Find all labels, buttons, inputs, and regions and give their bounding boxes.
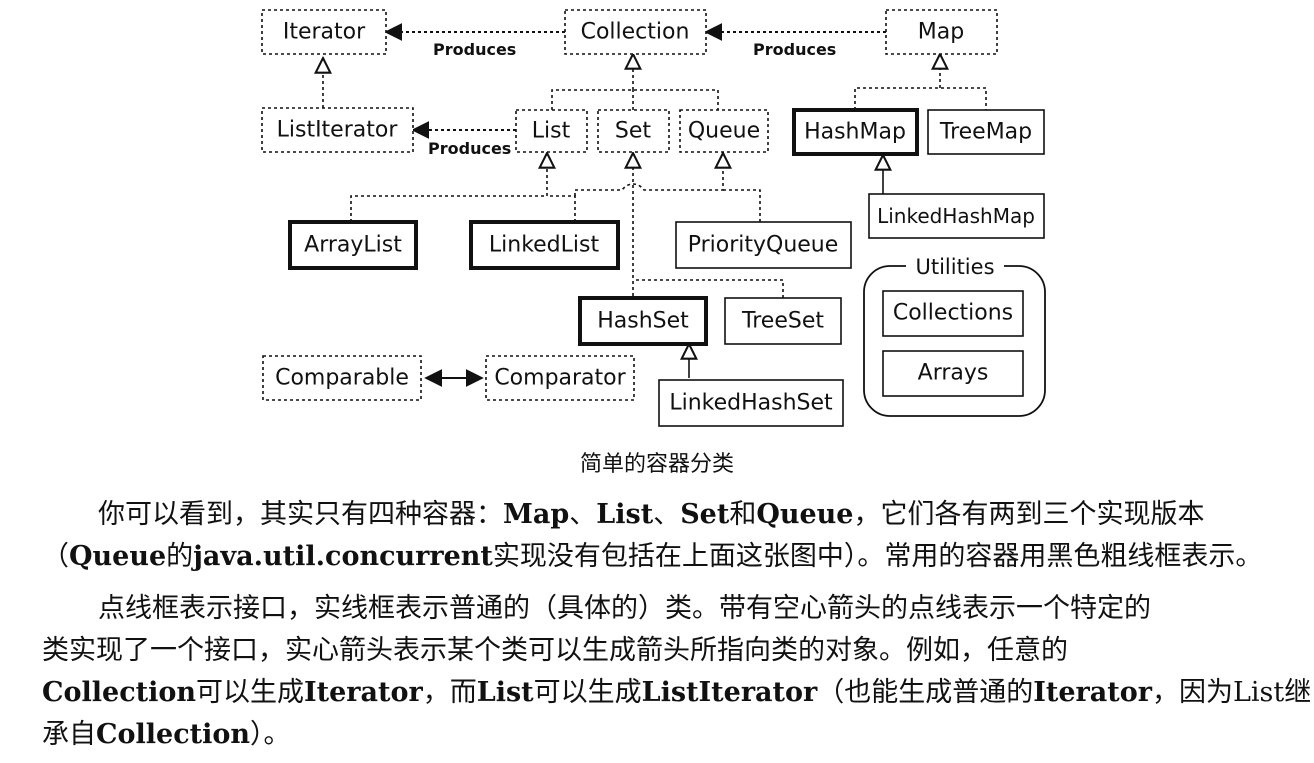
text-run: java.util.concurrent xyxy=(193,541,493,572)
text-run: Collection xyxy=(42,677,196,708)
node-set-label: Set xyxy=(615,119,652,144)
text-run: 和 xyxy=(729,499,757,530)
node-arrays: Arrays xyxy=(882,350,1024,397)
container-taxonomy-diagram: Produces Produces Produces Iterator Coll… xyxy=(261,9,1046,427)
node-collections: Collections xyxy=(882,290,1024,337)
node-list: List xyxy=(515,109,588,153)
node-collections-label: Collections xyxy=(893,301,1013,326)
edge-maps-implement-map xyxy=(854,54,987,110)
paragraph-1-line-1: 你可以看到，其实只有四种容器：Map、List、Set和Queue，它们各有两到… xyxy=(42,494,1282,536)
produces-label-list-listiterator: Produces xyxy=(428,139,511,158)
node-linkedhashmap: LinkedHashMap xyxy=(868,193,1045,239)
node-linkedlist-label: LinkedList xyxy=(489,233,600,258)
text-run: （ xyxy=(42,541,69,572)
text-run: Collection xyxy=(96,719,250,750)
node-hashmap: HashMap xyxy=(792,108,919,156)
node-comparator: Comparator xyxy=(485,355,635,401)
edge-lists-implement-list xyxy=(350,153,547,222)
node-comparator-label: Comparator xyxy=(494,366,626,391)
text-run: ，因为List继 xyxy=(1151,677,1312,708)
node-hashset-label: HashSet xyxy=(597,309,689,334)
text-run: Iterator xyxy=(304,677,423,708)
node-arrays-label: Arrays xyxy=(918,361,989,386)
text-run: 你可以看到，其实只有四种容器： xyxy=(98,499,503,530)
text-run: 可以生成 xyxy=(533,677,642,708)
edge-queues-implement-queue xyxy=(574,153,723,196)
edge-priorityqueue-to-queue xyxy=(723,189,761,222)
node-linkedhashset-label: LinkedHashSet xyxy=(669,391,833,416)
node-comparable: Comparable xyxy=(262,355,422,401)
node-map-label: Map xyxy=(918,20,964,45)
node-arraylist: ArrayList xyxy=(288,220,418,270)
paragraph-1-line-2: （Queue的java.util.concurrent实现没有包括在上面这张图中… xyxy=(42,536,1282,578)
node-collection-label: Collection xyxy=(581,20,690,45)
node-treeset: TreeSet xyxy=(724,297,842,345)
paragraph-2-line-2: 类实现了一个接口，实心箭头表示某个类可以生成箭头所指向类的对象。例如，任意的 xyxy=(42,630,1282,672)
node-linkedlist: LinkedList xyxy=(469,220,620,270)
node-set: Set xyxy=(597,109,670,153)
node-arraylist-label: ArrayList xyxy=(304,233,402,258)
text-run: 、 xyxy=(653,499,681,530)
node-map: Map xyxy=(885,9,998,55)
text-run: 实现没有包括在上面这张图中）。常用的容器用黑色粗线框表示。 xyxy=(492,541,1263,572)
node-iterator-label: Iterator xyxy=(283,20,366,45)
node-priorityqueue-label: PriorityQueue xyxy=(688,233,839,258)
utilities-group-label: Utilities xyxy=(915,255,994,279)
node-listiterator: ListIterator xyxy=(261,107,414,153)
text-run: 的 xyxy=(166,541,194,572)
edge-linkedlist-to-list xyxy=(547,195,576,222)
produces-label-collection-iterator: Produces xyxy=(433,40,516,59)
figure-caption: 简单的容器分类 xyxy=(579,452,734,477)
node-hashset: HashSet xyxy=(578,296,708,346)
paragraph-2-line-3: Collection可以生成Iterator，而List可以生成ListIter… xyxy=(42,672,1311,714)
paragraph-2-line-4: 承自Collection）。 xyxy=(42,714,1282,756)
paragraph-1: 你可以看到，其实只有四种容器：Map、List、Set和Queue，它们各有两到… xyxy=(42,494,1282,578)
paragraph-2: 点线框表示接口，实线框表示普通的（具体的）类。带有空心箭头的点线表示一个特定的 … xyxy=(42,588,1311,756)
node-comparable-label: Comparable xyxy=(275,366,409,391)
node-queue-label: Queue xyxy=(688,119,760,144)
text-run: Queue xyxy=(69,541,167,572)
node-treeset-label: TreeSet xyxy=(741,309,824,334)
text-run: Iterator xyxy=(1033,677,1152,708)
node-hashmap-label: HashMap xyxy=(804,120,906,145)
node-collection: Collection xyxy=(564,9,707,55)
text-run: 点线框表示接口，实线框表示普通的（具体的）类。带有空心箭头的点线表示一个特定的 xyxy=(98,593,1151,624)
node-treemap: TreeMap xyxy=(927,109,1045,155)
node-list-label: List xyxy=(532,119,571,144)
node-priorityqueue: PriorityQueue xyxy=(675,221,852,269)
text-run: List xyxy=(476,677,534,708)
edge-treeset-to-set xyxy=(633,279,784,298)
node-queue: Queue xyxy=(679,109,769,153)
text-run: 承自 xyxy=(42,719,96,750)
edge-list-set-queue-implement-collection xyxy=(551,54,719,110)
text-run: （也能生成普通的 xyxy=(817,677,1034,708)
text-run: ListIterator xyxy=(641,677,818,708)
node-listiterator-label: ListIterator xyxy=(277,118,399,143)
text-run: Map xyxy=(503,499,570,530)
node-treemap-label: TreeMap xyxy=(939,120,1032,145)
text-run: 可以生成 xyxy=(196,677,304,708)
produces-label-map-collection: Produces xyxy=(753,40,836,59)
text-run: List xyxy=(596,499,654,530)
text-run: ）。 xyxy=(250,719,291,750)
text-run: Queue xyxy=(756,499,854,530)
node-linkedhashset: LinkedHashSet xyxy=(658,379,844,427)
paragraph-2-line-1: 点线框表示接口，实线框表示普通的（具体的）类。带有空心箭头的点线表示一个特定的 xyxy=(42,588,1282,630)
text-run: Set xyxy=(680,499,730,530)
text-run: ，而 xyxy=(422,677,477,708)
node-linkedhashmap-label: LinkedHashMap xyxy=(877,204,1035,228)
node-iterator: Iterator xyxy=(261,9,387,55)
text-run: ，它们各有两到三个实现版本 xyxy=(853,499,1205,530)
text-run: 、 xyxy=(569,499,597,530)
text-run: 类实现了一个接口，实心箭头表示某个类可以生成箭头所指向类的对象。例如，任意的 xyxy=(42,635,1068,666)
